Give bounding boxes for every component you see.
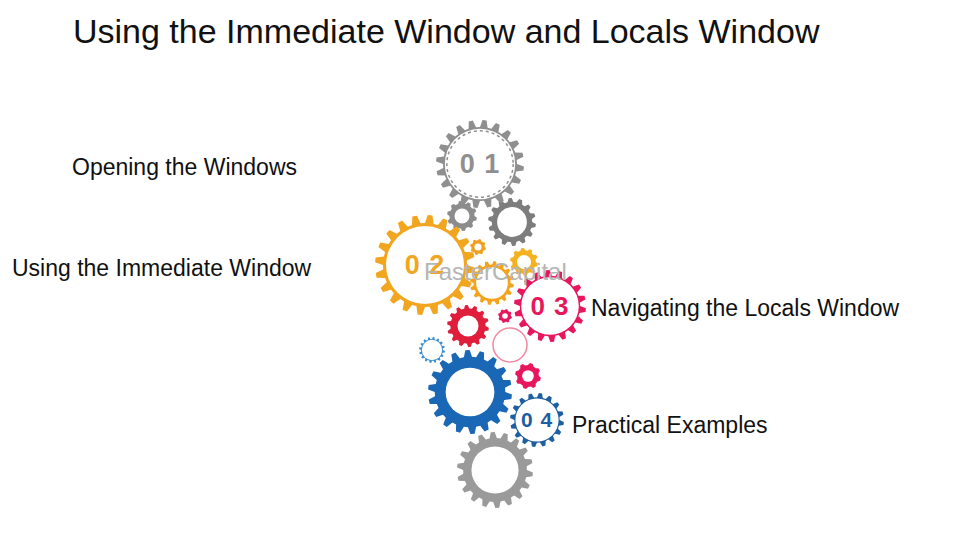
decorative-gear — [498, 309, 512, 323]
gear-ring — [447, 131, 513, 197]
title: Using the Immediate Window and Locals Wi… — [73, 12, 819, 51]
gear-hole — [446, 368, 495, 417]
gear-teeth — [447, 201, 477, 231]
decorative-ring — [493, 328, 527, 362]
gear-teeth — [510, 393, 564, 447]
callout-number: 0 4 — [510, 393, 564, 447]
decorative-gear — [447, 305, 489, 347]
decorative-gear — [428, 350, 512, 434]
decorative-gear — [447, 201, 477, 231]
number-text: 0 4 — [521, 408, 553, 432]
gear-hole — [422, 340, 442, 360]
gear-teeth — [428, 350, 512, 434]
gear-hole — [522, 370, 534, 382]
number-text: 0 3 — [530, 291, 569, 322]
gear-hole — [471, 446, 518, 493]
gear-teeth — [447, 305, 489, 347]
gear-teeth — [498, 309, 512, 323]
gear-node: 0 4Practical Examples — [510, 393, 564, 447]
gear-hole — [521, 277, 579, 335]
watermark: FasterCapital — [424, 258, 567, 286]
gear-hole — [445, 129, 515, 199]
decorative-gear — [457, 432, 533, 508]
step-heading: Navigating the Locals Window — [591, 295, 899, 322]
callout-number: 0 1 — [436, 120, 524, 208]
number-text: 0 1 — [460, 149, 501, 180]
decorative-gear — [515, 363, 541, 389]
step-heading: Opening the Windows — [72, 154, 297, 181]
gear-hole — [474, 243, 481, 250]
gear-node: 0 1Opening the Windows — [436, 120, 524, 208]
gear-teeth — [515, 363, 541, 389]
gear-hole — [455, 209, 470, 224]
step-heading: Using the Immediate Window — [12, 255, 311, 282]
numbered-gear — [510, 393, 564, 447]
gear-teeth — [419, 337, 445, 363]
gear-hole — [497, 207, 527, 237]
gear-teeth — [436, 120, 524, 208]
decorative-gear — [419, 337, 445, 363]
gear-hole — [458, 316, 479, 337]
decorative-gear — [488, 198, 536, 246]
gear-teeth — [488, 198, 536, 246]
numbered-gear — [436, 120, 524, 208]
gear-hole — [502, 313, 508, 319]
gear-hole — [515, 398, 558, 441]
gear-teeth — [457, 432, 533, 508]
step-heading: Practical Examples — [572, 412, 768, 439]
